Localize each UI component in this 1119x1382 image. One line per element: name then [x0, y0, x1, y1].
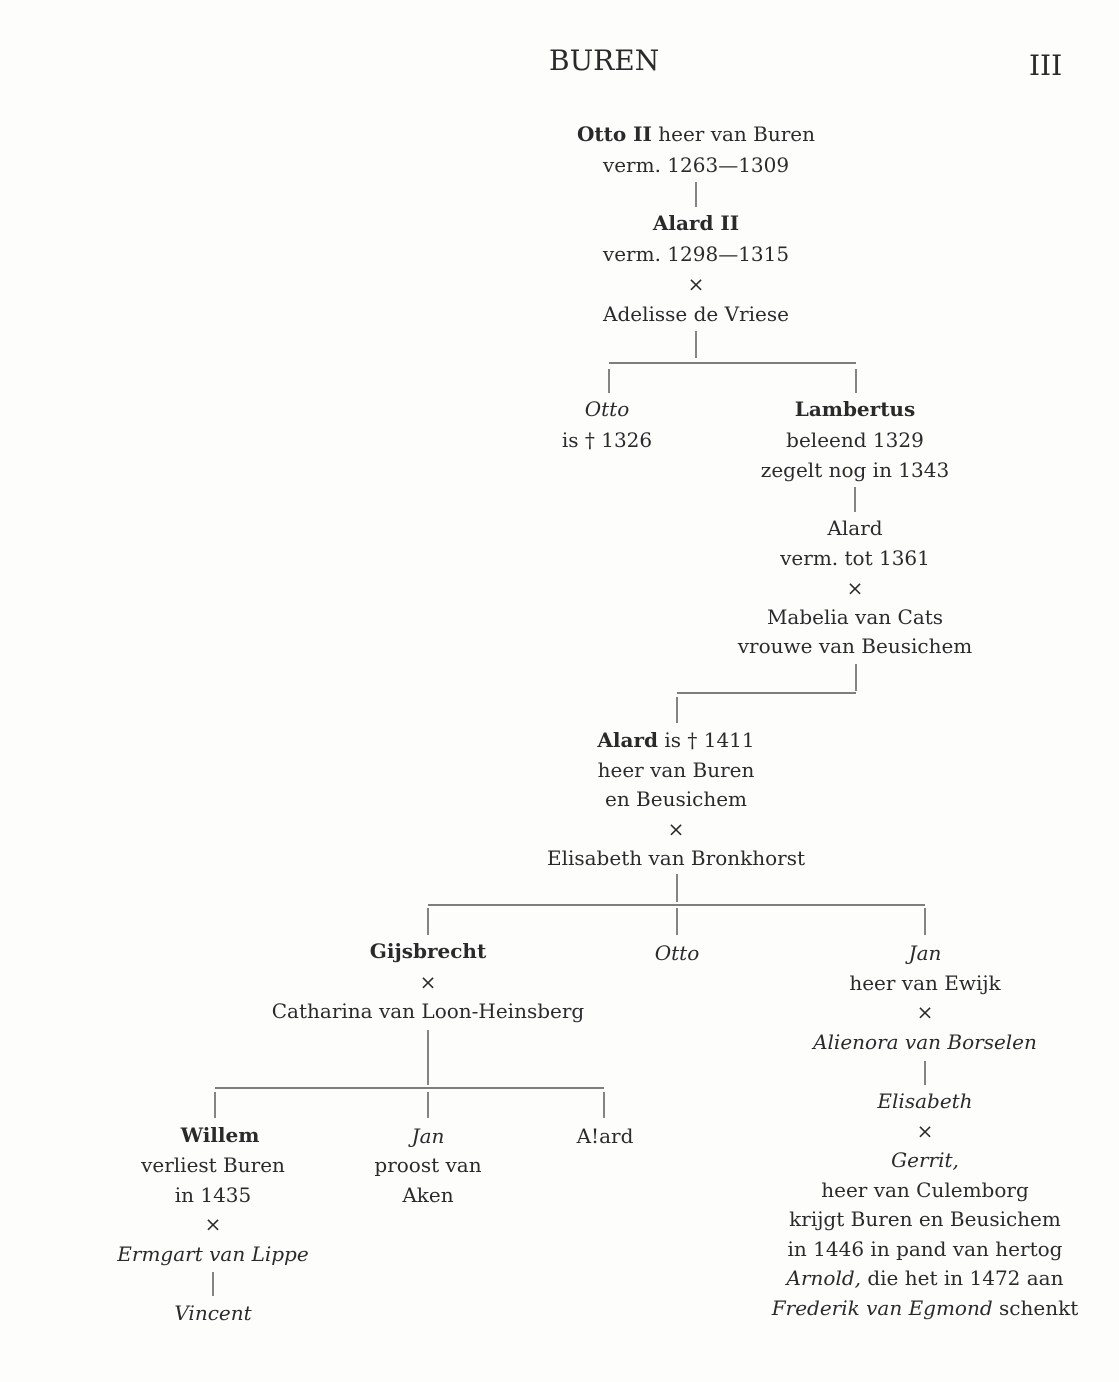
person-alard-1411: Alard is † 1411 [597, 728, 754, 752]
spouse-note: Arnold, die het in 1472 aan [787, 1266, 1064, 1290]
person-dates: verm. tot 1361 [780, 546, 930, 570]
person-otto: Otto [584, 397, 630, 421]
person-note: in 1435 [174, 1183, 252, 1207]
person-otto-2: Otto [654, 941, 700, 965]
person-title: heer van Ewijk [849, 971, 1001, 995]
person-willem: Willem [180, 1123, 260, 1147]
person-note: verliest Buren [141, 1153, 285, 1177]
marriage-symbol: × [916, 1000, 934, 1024]
spouse-note: Frederik van Egmond schenkt [772, 1296, 1078, 1320]
person-title: heer van Buren [651, 122, 816, 146]
person-name: Otto II [576, 122, 652, 146]
person-jan-ewijk: Jan [908, 941, 942, 965]
person-title: en Beusichem [604, 787, 748, 811]
person-note: beleend 1329 [786, 428, 924, 452]
marriage-symbol: × [846, 576, 864, 600]
person-otto-ii: Otto II heer van Buren [577, 122, 815, 146]
person-dates: verm. 1263—1309 [602, 153, 790, 177]
spouse-name: Gerrit, [891, 1148, 959, 1172]
marriage-symbol: × [687, 272, 705, 296]
note-name: Frederik van Egmond [771, 1296, 993, 1320]
spouse-title: vrouwe van Beusichem [737, 634, 973, 658]
page-number: III [1029, 49, 1063, 82]
person-jan-aken: Jan [411, 1124, 445, 1148]
person-death: is † 1326 [561, 428, 653, 452]
page-title: BUREN [549, 44, 660, 77]
person-note: proost van [374, 1153, 482, 1177]
marriage-symbol: × [667, 817, 685, 841]
spouse-name: Adelisse de Vriese [603, 302, 789, 326]
spouse-name: Ermgart van Lippe [117, 1242, 309, 1266]
spouse-note: krijgt Buren en Beusichem [789, 1207, 1061, 1231]
marriage-symbol: × [204, 1212, 222, 1236]
person-name: Alard [597, 728, 658, 752]
person-note: zegelt nog in 1343 [760, 458, 950, 482]
person-note: Aken [402, 1183, 454, 1207]
person-title: heer van Buren [597, 758, 755, 782]
person-alard-ii: Alard II [652, 211, 740, 235]
marriage-symbol: × [916, 1119, 934, 1143]
person-death: is † 1411 [657, 728, 755, 752]
person-lambertus: Lambertus [794, 397, 916, 421]
marriage-symbol: × [419, 970, 437, 994]
person-elisabeth: Elisabeth [877, 1089, 973, 1113]
person-dates: verm. 1298—1315 [602, 242, 790, 266]
person-gijsbrecht: Gijsbrecht [369, 939, 487, 963]
spouse-name: Catharina van Loon-Heinsberg [271, 999, 585, 1023]
note-text: schenkt [992, 1296, 1079, 1320]
person-alard: Alard [827, 516, 883, 540]
spouse-name: Elisabeth van Bronkhorst [546, 846, 806, 870]
spouse-name: Mabelia van Cats [766, 605, 944, 629]
spouse-note: heer van Culemborg [821, 1178, 1029, 1202]
spouse-note: in 1446 in pand van hertog [787, 1237, 1063, 1261]
person-alard-d: A!ard [576, 1124, 634, 1148]
note-text: die het in 1472 aan [861, 1266, 1064, 1290]
person-vincent: Vincent [174, 1301, 252, 1325]
note-name: Arnold, [786, 1266, 861, 1290]
spouse-name: Alienora van Borselen [813, 1030, 1037, 1054]
